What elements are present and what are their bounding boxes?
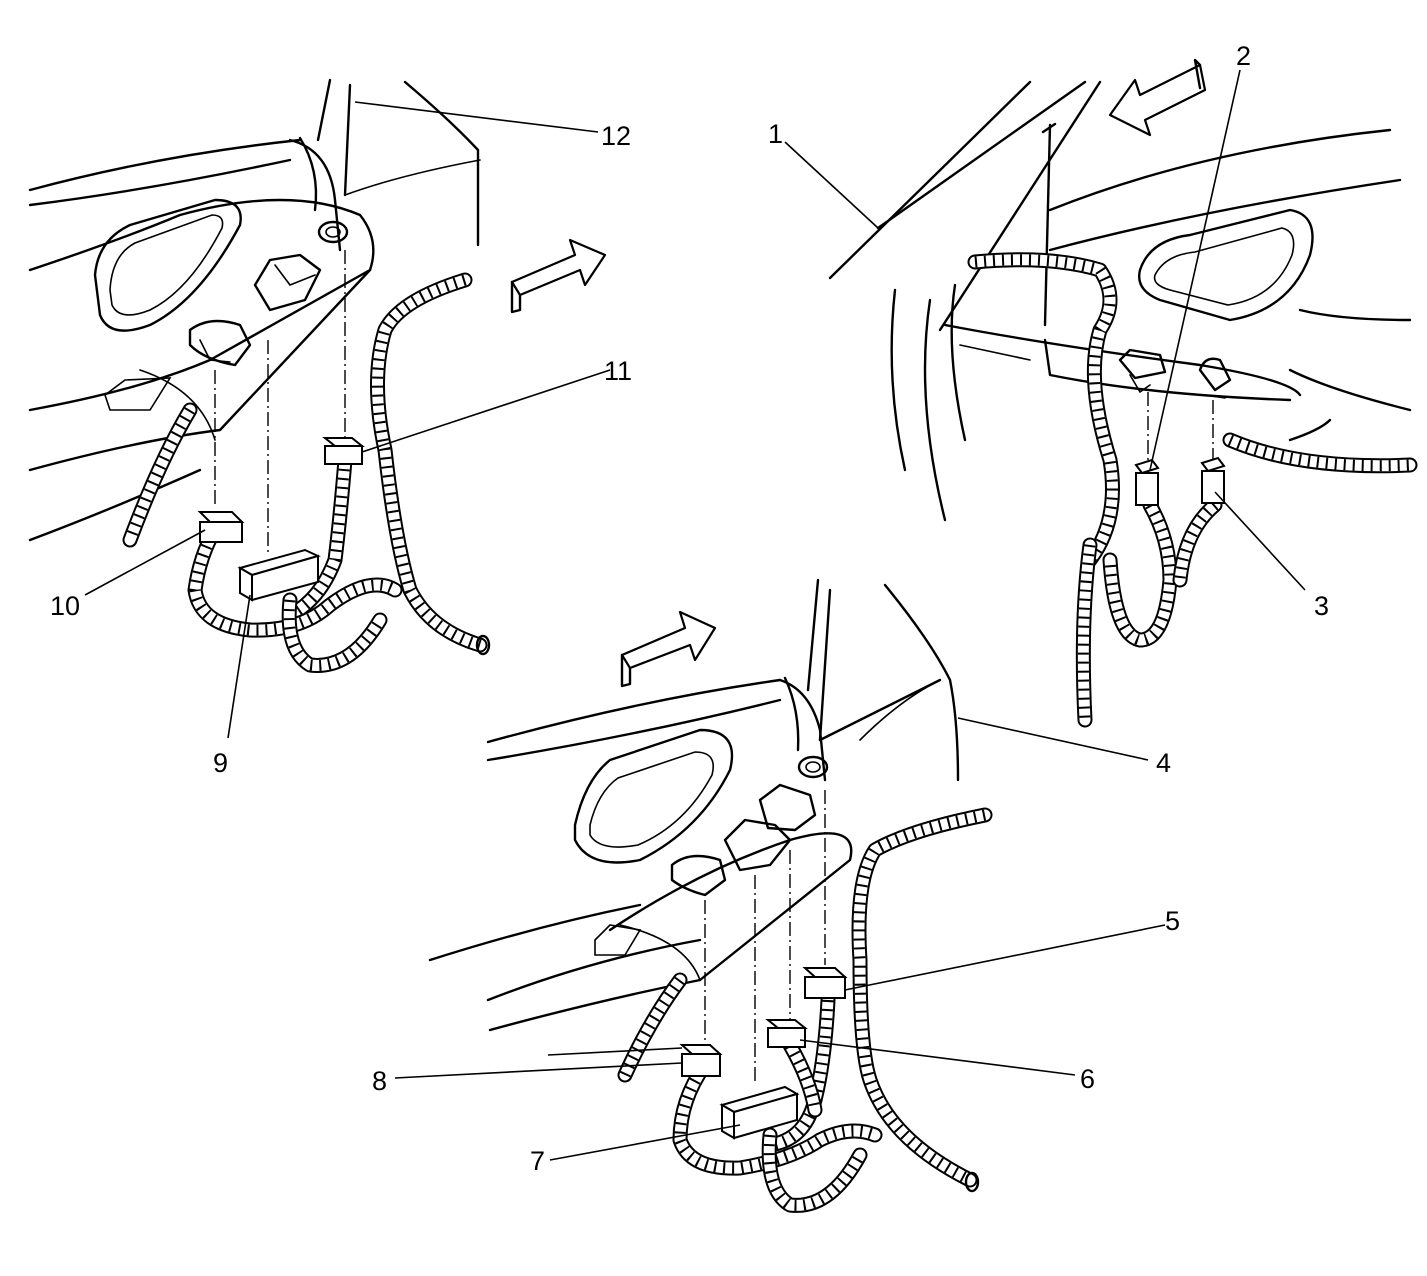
connector-9	[237, 548, 321, 602]
harness-bottom	[617, 807, 993, 1213]
arrow-left-icon	[1108, 63, 1207, 137]
callout-8: 8	[372, 1066, 387, 1096]
callout-3: 3	[1314, 591, 1329, 621]
callout-10: 10	[50, 591, 80, 621]
callout-1: 1	[768, 119, 783, 149]
connector-11	[322, 437, 365, 465]
callout-5: 5	[1165, 906, 1180, 936]
arrow-right-icon	[510, 238, 607, 297]
leader-lines	[84, 69, 1306, 1161]
callout-6: 6	[1080, 1064, 1095, 1094]
connector-2	[1134, 458, 1160, 506]
connector-6	[765, 1019, 808, 1048]
harness-right	[967, 252, 1418, 728]
view-top-left	[28, 78, 607, 673]
connector-10	[197, 511, 245, 543]
view-top-right	[828, 58, 1418, 728]
callout-12: 12	[601, 121, 631, 151]
callout-2: 2	[1236, 41, 1251, 71]
callout-11: 11	[604, 356, 632, 386]
connector-8	[679, 1044, 723, 1077]
arrow-right-icon	[620, 610, 717, 670]
callout-9: 9	[213, 748, 228, 778]
callout-4: 4	[1156, 748, 1171, 778]
view-bottom	[428, 578, 993, 1213]
connector-5	[802, 967, 848, 999]
harness-left	[122, 272, 491, 673]
connector-3	[1200, 456, 1226, 504]
callouts: 1 2 3 4 5 6 7 8 9 10 11 12	[50, 41, 1329, 1176]
callout-7: 7	[530, 1146, 545, 1176]
connector-7	[719, 1085, 800, 1140]
